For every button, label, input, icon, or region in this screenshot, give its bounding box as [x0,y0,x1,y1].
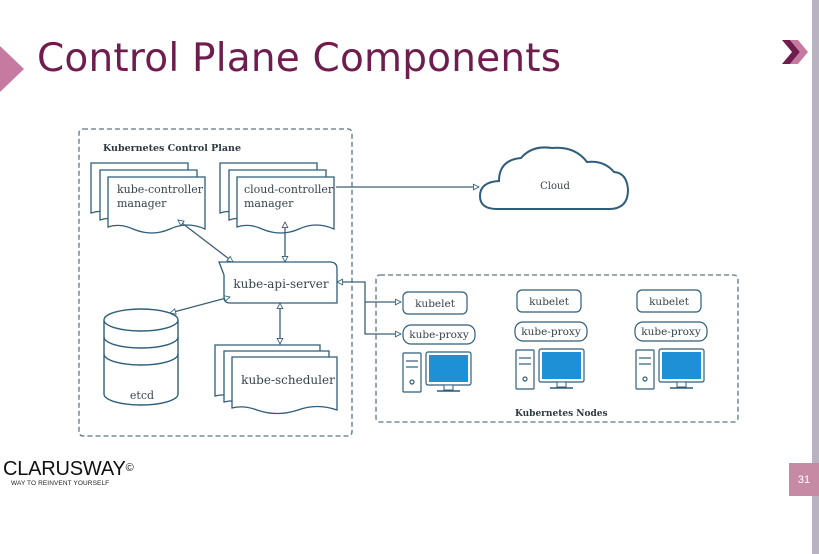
computer-icon [515,348,585,390]
cloud-controller-manager-label-1: cloud-controller [244,183,334,196]
kubelet-label: kubelet [415,298,456,310]
etcd-label: etcd [130,389,154,402]
brand-name: CLARUSWAY [3,458,126,480]
kube-proxy-box [514,321,588,342]
nodes-boundary [375,274,739,423]
cloud-icon: Cloud [478,146,630,210]
kube-controller-manager-label-1: kube-controller [117,183,204,196]
cloud-controller-manager-label-2: manager [244,197,294,210]
kube-scheduler: kube-scheduler [214,344,338,415]
kube-controller-manager: kube-controller manager [90,162,206,234]
kube-scheduler-label: kube-scheduler [241,373,335,387]
connector-api-to-kubelet [337,282,401,302]
next-slide-icon[interactable] [780,38,810,66]
kube-controller-manager-label-2: manager [117,197,167,210]
computer-icon [635,348,705,390]
kubelet-box [402,291,468,315]
kube-proxy-box [634,321,708,342]
brand-mark: © [125,462,134,474]
control-plane-label: Kubernetes Control Plane [103,143,241,154]
kubelet-label: kubelet [529,296,570,308]
worker-node-2: kubelet kube-proxy [514,289,588,390]
kube-proxy-label: kube-proxy [641,326,701,338]
nodes-group: Kubernetes Nodes [375,274,739,423]
kubelet-box [516,289,582,313]
kubelet-label: kubelet [649,296,690,308]
cloud-label: Cloud [540,181,570,192]
connector-api-to-etcd [170,297,230,313]
slide-edge-bar [812,0,819,554]
brand-logo: CLARUSWAY© WAY TO REINVENT YOURSELF [3,459,134,487]
computer-icon [402,351,472,393]
title-marker-icon [0,46,24,92]
kube-api-server-label: kube-api-server [233,277,328,291]
connectors [170,187,479,344]
cloud-controller-manager: cloud-controller manager [219,162,335,234]
connector-api-to-controller [178,220,233,262]
kubelet-box [636,289,702,313]
brand-tagline: WAY TO REINVENT YOURSELF [11,480,110,487]
page-number: 31 [789,463,819,496]
slide-title: Control Plane Components [37,36,562,81]
worker-node-1: kubelet kube-proxy [402,291,476,393]
kube-api-server: kube-api-server [218,261,338,304]
kube-proxy-box [402,324,476,345]
kube-proxy-label: kube-proxy [521,326,581,338]
nodes-label: Kubernetes Nodes [515,409,608,419]
etcd-database-icon: etcd [103,308,179,406]
worker-node-3: kubelet kube-proxy [634,289,708,390]
kube-proxy-label: kube-proxy [409,329,469,341]
connector-api-to-kube-proxy [364,302,401,334]
